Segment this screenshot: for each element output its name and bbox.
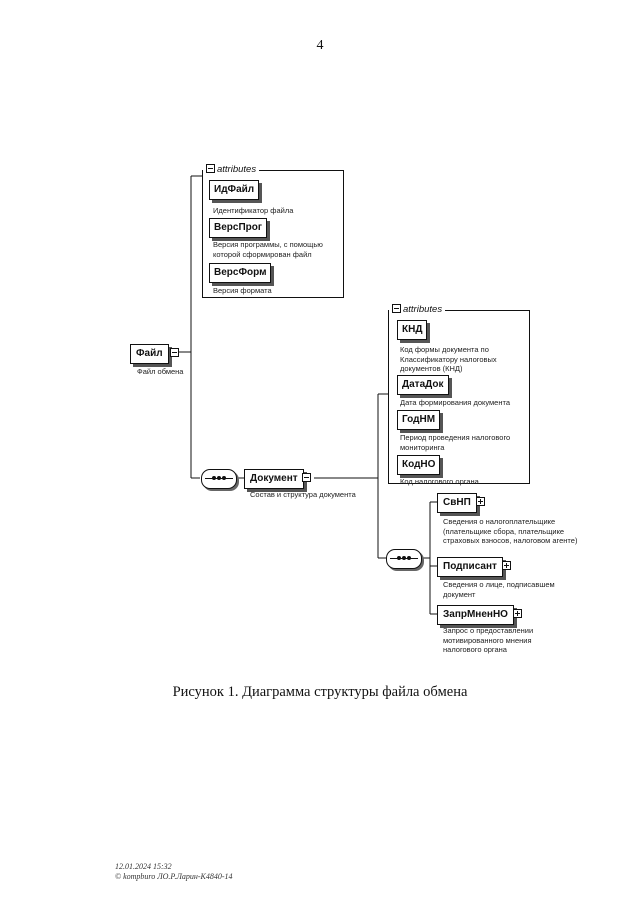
attribute-description: Дата формирования документа (400, 398, 511, 407)
element-description: Сведения о налогоплательщике (плательщик… (443, 517, 578, 545)
footer-date: 12.01.2024 15:32 (115, 862, 172, 871)
attributes-label: attributes (403, 304, 443, 315)
collapse-icon[interactable] (392, 304, 401, 313)
attribute-datadok: ДатаДок (397, 375, 449, 395)
attribute-versprog: ВерсПрог (209, 218, 268, 238)
attribute-label: ГодНМ (402, 414, 436, 425)
element-svnp: СвНП (437, 493, 477, 513)
attribute-kodno: КодНО (397, 455, 441, 475)
element-document: Документ (244, 469, 304, 489)
footer-source: © kompburo ЛО.Р.Ларин-К4840-14 (115, 872, 233, 881)
attributes-label: attributes (217, 164, 257, 175)
attribute-label: КодНО (402, 459, 436, 470)
element-label: Документ (250, 473, 298, 484)
attribute-versform: ВерсФорм (209, 263, 272, 283)
element-label: СвНП (443, 497, 471, 508)
expand-icon[interactable] (513, 609, 522, 618)
attribute-label: ВерсПрог (214, 222, 263, 233)
root-attributes-panel (202, 170, 344, 298)
expand-icon[interactable] (476, 497, 485, 506)
attribute-description: Версия программы, с помощью которой сфор… (213, 240, 323, 259)
collapse-toggle-icon[interactable] (302, 473, 311, 482)
document-attributes-panel (388, 310, 530, 484)
attribute-description: Версия формата (213, 286, 272, 295)
element-description: Запрос о предоставлении мотивированного … (443, 626, 534, 654)
page-number: 4 (316, 38, 324, 53)
attribute-label: ДатаДок (402, 379, 444, 390)
document-attributes-title[interactable]: attributes (389, 304, 446, 316)
sequence-compositor-icon (201, 469, 237, 489)
root-element-label: Файл (136, 348, 163, 359)
attribute-description: Период проведения налогового мониторинга (400, 433, 511, 452)
attribute-knd: КНД (397, 320, 428, 340)
collapse-icon[interactable] (206, 164, 215, 173)
element-description: Сведения о лице, подписавшем документ (443, 580, 555, 599)
attribute-godnm: ГодНМ (397, 410, 441, 430)
figure-caption: Рисунок 1. Диаграмма структуры файла обм… (172, 684, 468, 700)
element-zaprmnenno: ЗапрМненНО (437, 605, 514, 625)
attribute-description: Идентификатор файла (213, 206, 294, 215)
sequence-compositor-icon (386, 549, 422, 569)
attribute-description: Код формы документа по Классификатору на… (400, 345, 497, 373)
attribute-description: Код налогового органа (400, 477, 479, 486)
element-label: ЗапрМненНО (443, 609, 508, 620)
attribute-label: ИдФайл (214, 184, 255, 195)
attribute-idfile: ИдФайл (209, 180, 260, 200)
expand-icon[interactable] (502, 561, 511, 570)
root-element-description: Файл обмена (137, 367, 184, 376)
element-label: Подписант (443, 561, 497, 572)
element-podpisant: Подписант (437, 557, 503, 577)
root-attributes-title[interactable]: attributes (203, 164, 260, 176)
element-description: Состав и структура документа (250, 490, 356, 499)
attribute-label: ВерсФорм (214, 267, 267, 278)
attribute-label: КНД (402, 324, 423, 335)
root-element-file: Файл (130, 344, 169, 364)
collapse-toggle-icon[interactable] (170, 348, 179, 357)
